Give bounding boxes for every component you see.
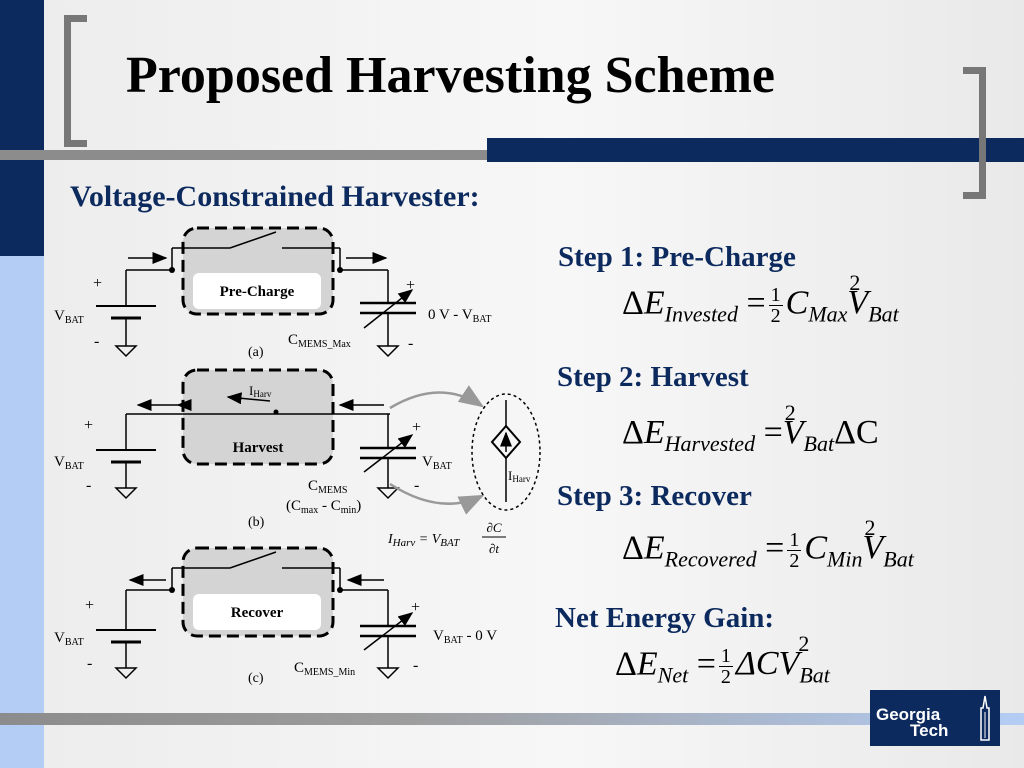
node-c-right [337,587,343,593]
cap-a-plus: + [406,277,415,294]
switch-label-box-c [193,594,321,630]
circuit-diagram: Pre-Charge + - VBAT + - 0 V - VBAT CMEMS… [54,226,541,686]
battery-b-plus: + [84,417,93,434]
battery-b-minus: - [86,477,91,494]
cap-a-voltage: 0 V - VBAT [428,307,492,325]
battery-c-plus: + [85,597,94,614]
cap-c-plus: + [411,599,420,616]
logo-line-1: Georgia [876,705,941,724]
switch-blade-c [229,551,277,569]
ground-icon [114,487,138,500]
step-1-label: Step 1: Pre-Charge [558,241,796,273]
cap-a-label: CMEMS_Max [288,332,351,350]
current-source-outline [471,393,541,511]
step-2-label: Step 2: Harvest [557,361,749,393]
switch-current-b: IHarv [249,383,272,399]
cap-a-variable-arrow [363,289,414,329]
circuit-c: Recover + - VBAT + - VBAT - 0 V CMEMS_Mi… [54,546,497,686]
step-3-label: Step 3: Recover [557,480,752,512]
ground-icon [114,667,138,680]
current-source-label: IHarv [508,468,531,484]
cap-c-voltage: VBAT - 0 V [433,628,497,646]
slide-title: Proposed Harvesting Scheme [126,47,775,104]
net-energy-label: Net Energy Gain: [555,602,775,634]
cap-b-range: (Cmax - Cmin) [286,498,361,516]
panel-label-b: (b) [248,515,265,530]
slide-subtitle: Voltage-Constrained Harvester: [70,180,480,213]
panel-label-c: (c) [248,671,264,686]
cap-c-label: CMEMS_Min [294,660,355,678]
cap-b-minus: - [414,477,419,494]
current-arrow-b-switch [226,392,271,405]
cap-b-variable-arrow [363,434,414,473]
switch-label-a: Pre-Charge [220,284,295,300]
cap-b-label: CMEMS [308,478,347,496]
ground-icon [376,487,400,500]
tower-icon [980,695,990,741]
harvest-current-equation: IHarv = VBAT [387,532,460,549]
left-bracket-decoration [64,15,87,147]
battery-a-minus: - [94,333,99,350]
ground-icon [114,345,138,358]
title-rule-navy [487,138,1024,162]
right-bracket-decoration [963,67,986,199]
cap-a-minus: - [408,335,413,352]
panel-label-a: (a) [248,345,264,360]
cap-b-plus: + [412,419,421,436]
switch-contact-b [273,409,279,415]
harvest-current-denominator: ∂t [489,541,499,556]
harvest-current-numerator: ∂C [486,520,501,535]
node-a-left [169,267,175,273]
cap-c-minus: - [413,657,418,674]
cap-b-voltage: VBAT [422,454,452,472]
georgia-tech-logo: Georgia Tech [870,690,1000,746]
battery-b-label: VBAT [54,454,84,472]
left-accent-bar-dark [0,0,44,256]
ground-icon [376,345,400,358]
switch-box-b [181,368,335,466]
left-accent-bar-light [0,256,44,768]
equivalence-arrow-bottom [389,482,485,515]
node-a-right [337,267,343,273]
circuit-a: Pre-Charge + - VBAT + - 0 V - VBAT CMEMS… [54,226,492,360]
battery-c-minus: - [87,655,92,672]
ground-icon [376,667,400,680]
title-rule-gray [0,150,490,160]
node-c-left [169,587,175,593]
switch-label-c: Recover [231,605,284,621]
battery-a-plus: + [93,275,102,292]
switch-label-b: Harvest [233,440,284,456]
switch-label-box-a [193,273,321,309]
battery-a-label: VBAT [54,308,84,326]
circuit-b: IHarv Harvest + - VBAT + - VBAT CMEMS (C… [54,368,541,556]
logo-line-2: Tech [910,721,949,740]
footer-rule [0,713,1024,725]
equivalence-arrow-top [389,385,485,410]
cap-c-variable-arrow [363,612,414,651]
battery-c-label: VBAT [54,630,84,648]
switch-blade-a [229,231,277,249]
